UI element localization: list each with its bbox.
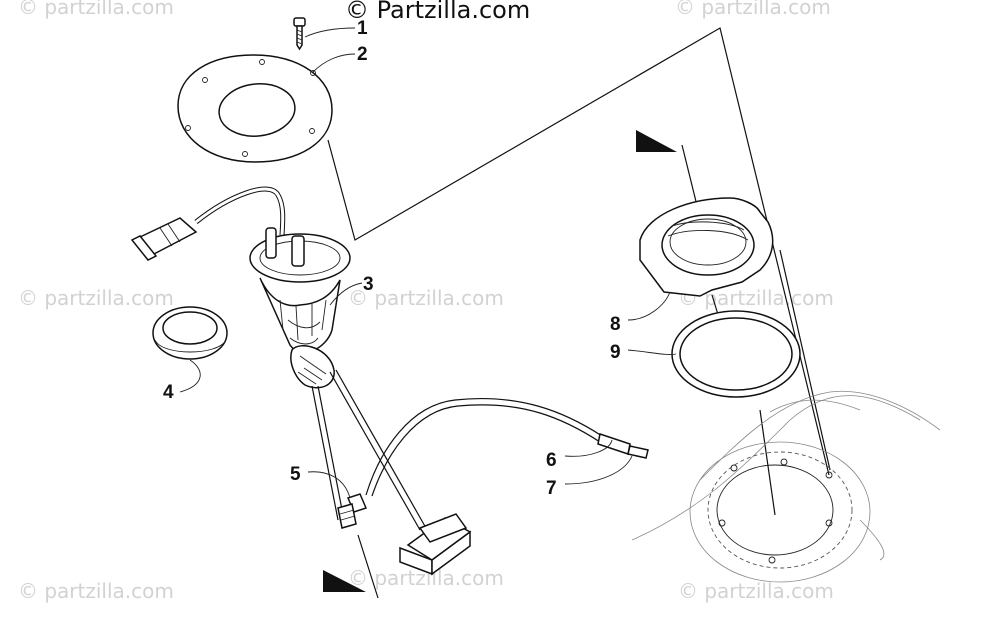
callout-3: 3 <box>363 274 374 295</box>
watermark: © partzilla.com <box>18 579 174 603</box>
fuel-tank-opening <box>631 390 941 583</box>
watermark-group: © partzilla.com © partzilla.com © partzi… <box>18 0 834 603</box>
watermark: © partzilla.com <box>18 0 174 19</box>
callout-labels: 1 2 3 4 5 6 7 8 9 <box>163 18 621 499</box>
part-o-ring <box>671 310 801 398</box>
watermark: © partzilla.com <box>348 286 504 310</box>
watermark: © partzilla.com <box>675 0 831 19</box>
part-clip <box>337 493 368 529</box>
callout-8: 8 <box>610 314 621 335</box>
callout-6: 6 <box>546 450 557 471</box>
watermark: © partzilla.com <box>678 579 834 603</box>
part-fuel-pump-assembly <box>130 186 649 576</box>
part-gasket-plate <box>177 54 333 163</box>
direction-arrow-top <box>636 130 677 152</box>
callout-4: 4 <box>163 382 174 403</box>
direction-arrow-bottom <box>323 570 366 592</box>
part-lock-ring <box>639 197 774 297</box>
callout-9: 9 <box>610 342 621 363</box>
watermark: © partzilla.com <box>18 286 174 310</box>
callout-5: 5 <box>290 464 301 485</box>
callout-2: 2 <box>357 44 368 65</box>
watermark-top: © Partzilla.com <box>345 0 530 24</box>
part-screw <box>293 17 306 51</box>
leader-lines <box>179 27 677 499</box>
callout-1: 1 <box>357 18 368 39</box>
callout-7: 7 <box>546 478 557 499</box>
part-seal-ring <box>152 306 228 360</box>
